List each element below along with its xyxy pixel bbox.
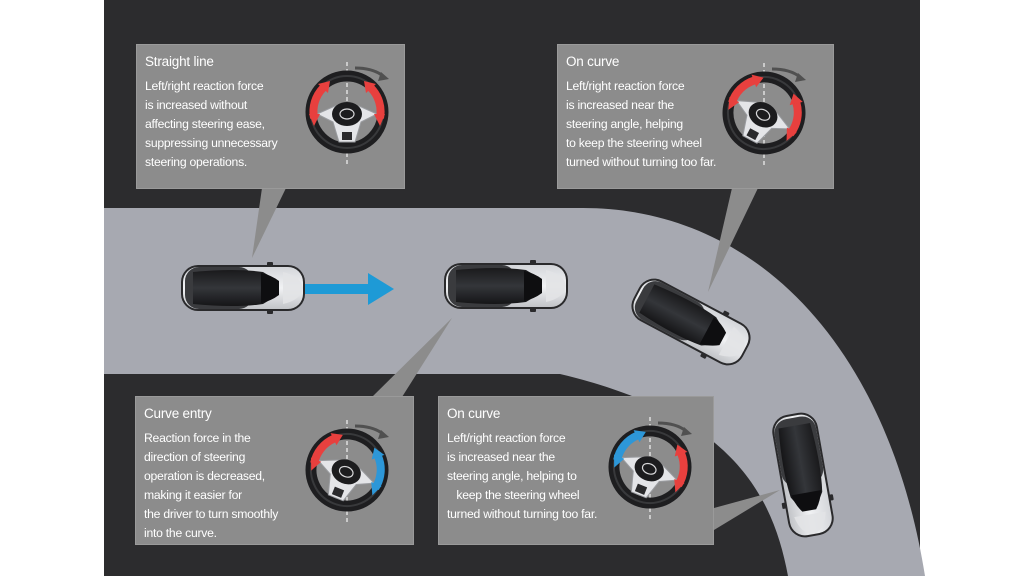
callout-title: Curve entry <box>144 406 212 421</box>
callout-curve-entry: Curve entry Reaction force in the direct… <box>135 396 414 545</box>
callout-line: is increased near the <box>566 98 674 112</box>
pointer-curve-bottom <box>714 490 780 530</box>
callout-line: turned without turning too far. <box>566 155 717 169</box>
callout-line: affecting steering ease, <box>145 117 265 131</box>
callout-line: direction of steering <box>144 450 246 464</box>
callout-line: steering angle, helping <box>566 117 683 131</box>
callout-on-curve-bottom: On curve Left/right reaction force is in… <box>438 396 714 545</box>
callout-straight-line: Straight line Left/right reaction force … <box>136 44 405 189</box>
callout-description: Reaction force in the direction of steer… <box>144 429 278 543</box>
callout-description: Left/right reaction force is increased n… <box>447 429 597 524</box>
callout-title: On curve <box>447 406 501 421</box>
callout-line: Reaction force in the <box>144 431 251 445</box>
callout-line: Left/right reaction force <box>566 79 685 93</box>
pointer-straight <box>252 188 286 258</box>
callout-line: operation is decreased, <box>144 469 265 483</box>
car-top-view-icon <box>444 260 568 312</box>
callout-line: is increased without <box>145 98 248 112</box>
callout-line: turned without turning too far. <box>447 507 598 521</box>
callout-line: making it easier for <box>144 488 242 502</box>
callout-line: into the curve. <box>144 526 217 540</box>
callout-title: On curve <box>566 54 620 69</box>
callout-description: Left/right reaction force is increased w… <box>145 77 278 172</box>
callout-line: keep the steering wheel <box>447 488 580 502</box>
callout-description: Left/right reaction force is increased n… <box>566 77 716 172</box>
pointer-curve-top <box>708 188 758 292</box>
pointer-curve-entry <box>372 318 452 397</box>
car-top-view-icon <box>181 262 305 314</box>
callout-line: Left/right reaction force <box>145 79 264 93</box>
callout-line: Left/right reaction force <box>447 431 566 445</box>
callout-line: the driver to turn smoothly <box>144 507 279 521</box>
callout-line: suppressing unnecessary <box>145 136 278 150</box>
callout-line: steering operations. <box>145 155 248 169</box>
direction-arrow-icon <box>303 273 394 305</box>
callout-line: steering angle, helping to <box>447 469 577 483</box>
callout-line: is increased near the <box>447 450 555 464</box>
callout-on-curve-top: On curve Left/right reaction force is in… <box>557 44 834 189</box>
callout-title: Straight line <box>145 54 214 69</box>
callout-line: to keep the steering wheel <box>566 136 702 150</box>
